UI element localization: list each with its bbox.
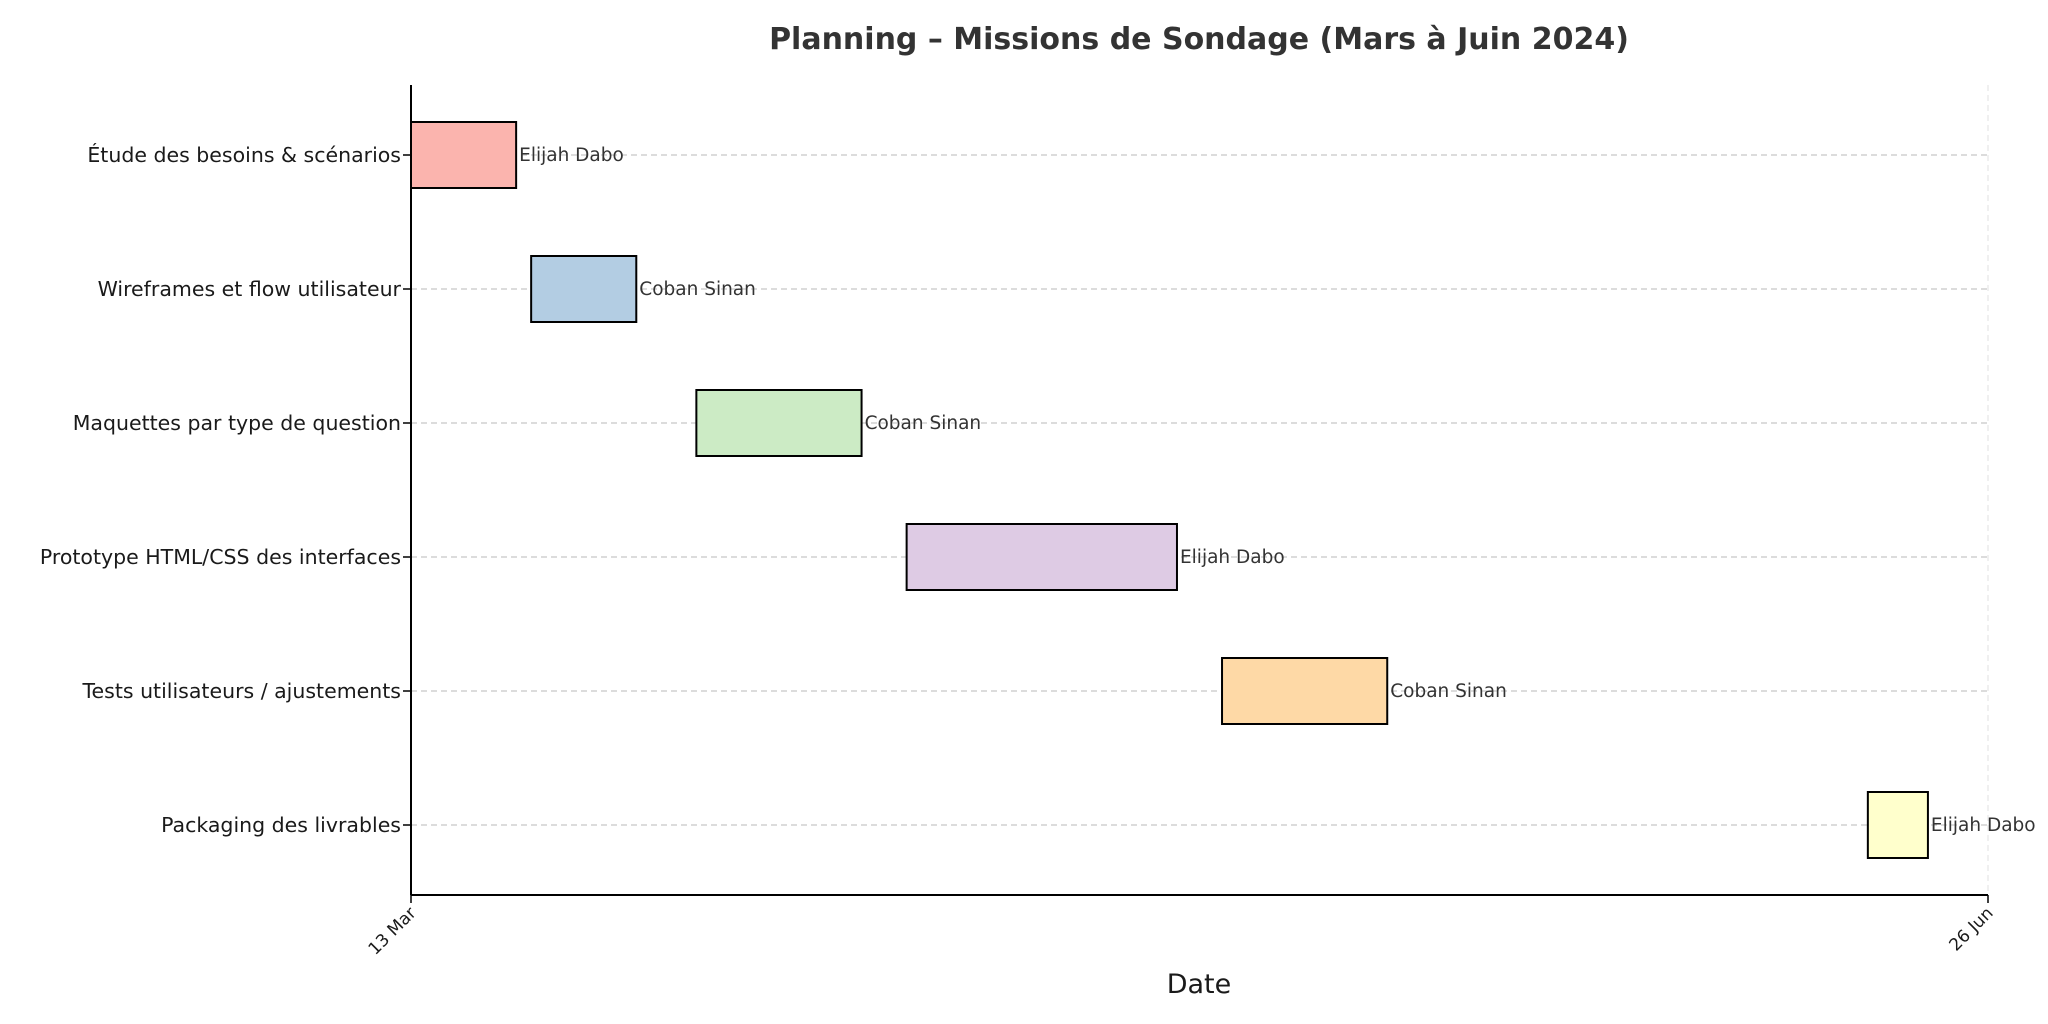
x-tick-label: 13 Mar	[365, 903, 421, 959]
y-tick-label: Prototype HTML/CSS des interfaces	[40, 545, 401, 569]
x-axis-label: Date	[1167, 969, 1232, 1000]
bar-owner-label: Elijah Dabo	[1180, 547, 1285, 568]
y-tick-label: Tests utilisateurs / ajustements	[82, 679, 402, 703]
bar-owner-label: Coban Sinan	[639, 279, 756, 300]
gantt-bar	[1221, 657, 1389, 725]
chart-title: Planning – Missions de Sondage (Mars à J…	[769, 22, 1629, 57]
y-tick-label: Étude des besoins & scénarios	[87, 142, 401, 167]
gantt-bar	[695, 389, 863, 457]
bar-owner-label: Elijah Dabo	[1931, 815, 2036, 836]
x-tick-label: 26 Jun	[1945, 903, 1997, 955]
y-tick-label: Wireframes et flow utilisateur	[98, 277, 402, 301]
grid-lines	[411, 85, 1989, 895]
gantt-bar	[1866, 791, 1929, 859]
bar-owner-label: Coban Sinan	[865, 413, 982, 434]
gantt-bar	[530, 255, 638, 323]
bar-owner-label: Elijah Dabo	[519, 145, 624, 166]
gantt-bar	[410, 121, 518, 189]
y-tick-label: Maquettes par type de question	[73, 411, 401, 435]
gantt-bar	[905, 523, 1178, 591]
bar-owner-label: Coban Sinan	[1390, 681, 1507, 702]
x-ticks: 13 Mar 26 Jun	[365, 895, 1998, 959]
y-tick-labels: Étude des besoins & scénariosWireframes …	[40, 142, 411, 837]
y-tick-label: Packaging des livrables	[161, 813, 401, 837]
